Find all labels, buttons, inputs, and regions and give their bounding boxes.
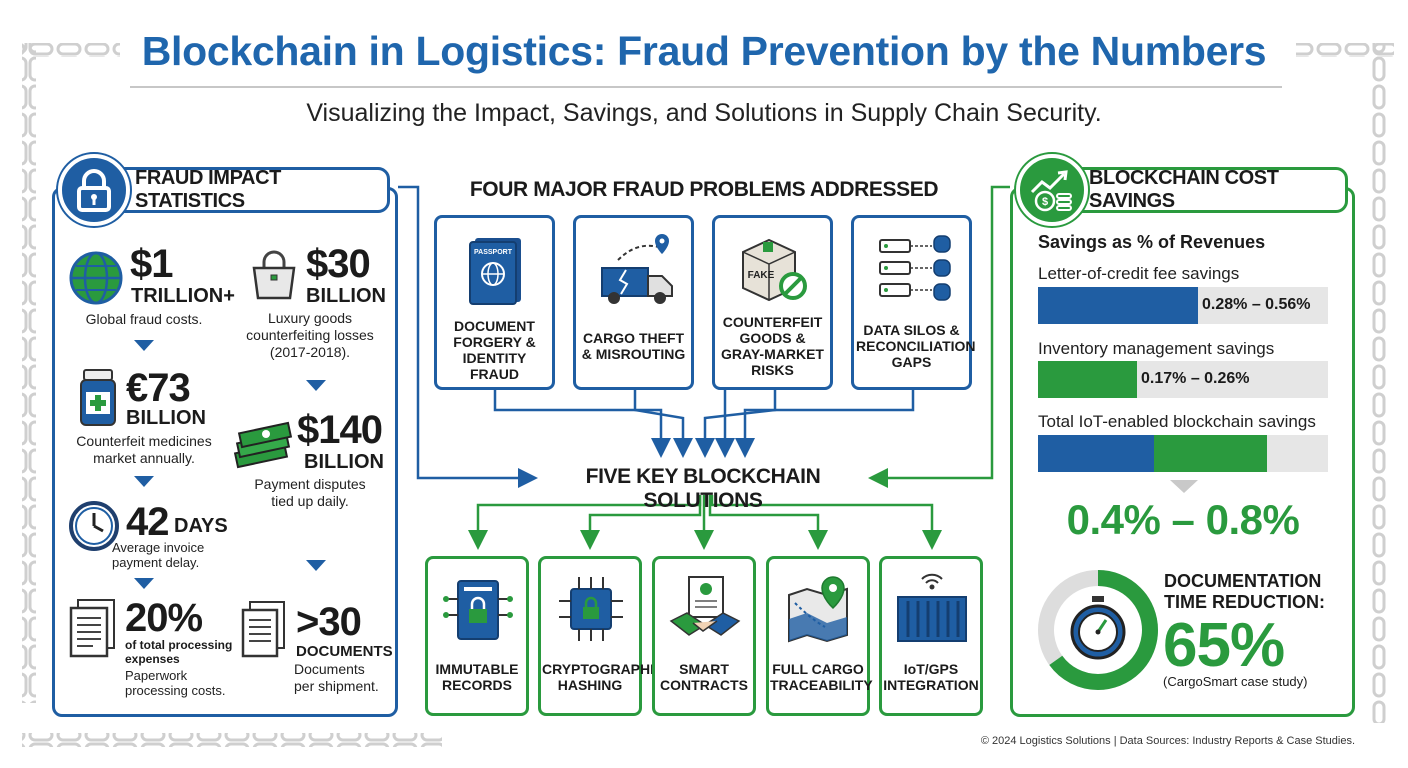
stat-value-payment-disputes: $140	[297, 408, 383, 452]
page-subtitle: Visualizing the Impact, Savings, and Sol…	[306, 99, 1102, 127]
footer-credit: © 2024 Logistics Solutions | Data Source…	[980, 735, 1355, 747]
stat-unit-global-fraud: TRILLION+	[131, 285, 235, 307]
stat-value-documents: >30	[296, 600, 362, 644]
solution-card-cryptographic-hashing: CRYPTOGRAPHIC HASHING	[538, 556, 665, 716]
svg-text:$: $	[1042, 196, 1048, 208]
doc-reduction-note: (CargoSmart case study)	[1163, 674, 1308, 689]
doc-reduction-value: 65%	[1163, 611, 1285, 680]
savings-bar-loc: 0.28% – 0.56%	[1038, 287, 1328, 324]
down-arrow	[306, 380, 326, 391]
locked-record-icon	[443, 580, 513, 640]
solution-card-immutable-records: IMMUTABLE RECORDS	[425, 556, 529, 716]
savings-header: BLOCKCHAIN COST SAVINGS	[1066, 167, 1348, 213]
map-pin-icon	[788, 576, 848, 643]
globe-icon	[69, 251, 123, 305]
stat-unit-payment-disputes: BILLION	[304, 451, 384, 473]
stopwatch-icon	[1070, 596, 1126, 660]
problem-label: CARGO THEFT & MISROUTING	[581, 330, 686, 362]
stat-value-global-fraud: $1	[130, 242, 173, 286]
handbag-icon	[252, 250, 296, 300]
cash-stack-icon	[233, 421, 293, 469]
savings-bar-inventory: 0.17% – 0.26%	[1038, 361, 1328, 398]
chip-lock-icon	[559, 577, 623, 641]
savings-total: 0.4% – 0.8%	[1066, 496, 1300, 543]
solution-label: FULL CARGO TRACEABILITY	[770, 661, 873, 693]
stat-desc-processing-expenses: Paperwork processing costs.	[125, 668, 226, 698]
problem-label: DATA SILOS & RECONCILIATION GAPS	[856, 322, 976, 370]
passport-icon-text: PASSPORT	[474, 249, 513, 256]
savings-bar-fill-green	[1154, 435, 1268, 472]
solution-label: SMART CONTRACTS	[660, 661, 748, 693]
fake-box-icon: FAKE	[742, 238, 807, 302]
stat-unit-counterfeit-medicines: BILLION	[126, 407, 206, 429]
solution-card-iot-gps: IoT/GPS INTEGRATION	[879, 556, 983, 716]
pointer-triangle	[1170, 480, 1198, 493]
stat-unit-invoice-delay: DAYS	[174, 515, 228, 537]
problem-card-document-forgery: PASSPORT DOCUMENT FORGERY & IDENTITY FRA…	[434, 215, 555, 390]
solutions-title: FIVE KEY BLOCKCHAIN SOLUTIONS	[585, 465, 821, 512]
document-icon	[69, 599, 115, 658]
doc-reduction-title-2: TIME REDUCTION:	[1164, 592, 1325, 612]
solution-label: IoT/GPS INTEGRATION	[883, 661, 979, 693]
stat-desc-payment-disputes: Payment disputes tied up daily.	[254, 476, 366, 509]
problem-card-counterfeit-goods: FAKE COUNTERFEIT GOODS & GRAY-MARKET RIS…	[712, 215, 833, 390]
doc-reduction-donut	[1038, 570, 1158, 690]
page-title: Blockchain in Logistics: Fraud Preventio…	[141, 28, 1267, 74]
stat-desc-documents: Documents per shipment.	[294, 661, 379, 694]
savings-row-label-inventory: Inventory management savings	[1038, 339, 1275, 358]
stat-desc-counterfeit-medicines: Counterfeit medicines market annually.	[76, 433, 212, 466]
container-signal-icon	[897, 573, 967, 642]
servers-database-icon	[879, 235, 951, 301]
fraud-impact-header: FRAUD IMPACT STATISTICS	[112, 167, 390, 213]
problem-label: COUNTERFEIT GOODS & GRAY-MARKET RISKS	[721, 314, 824, 378]
truck-icon	[601, 234, 673, 304]
savings-chart-icon: $	[1016, 154, 1088, 226]
solution-label: CRYPTOGRAPHIC HASHING	[542, 661, 665, 693]
problems-title: FOUR MAJOR FRAUD PROBLEMS ADDRESSED	[469, 178, 939, 201]
problem-card-cargo-theft: CARGO THEFT & MISROUTING	[573, 215, 694, 390]
savings-section-label: Savings as % of Revenues	[1038, 232, 1266, 252]
solution-label: IMMUTABLE RECORDS	[435, 661, 519, 693]
stat-desc-global-fraud: Global fraud costs.	[85, 311, 203, 327]
savings-bar-fill-blue	[1038, 435, 1154, 472]
down-arrow	[134, 340, 154, 351]
problem-card-data-silos: DATA SILOS & RECONCILIATION GAPS	[851, 215, 976, 390]
problem-label: DOCUMENT FORGERY & IDENTITY FRAUD	[453, 318, 536, 382]
savings-bar-value: 0.17% – 0.26%	[1141, 370, 1250, 387]
stat-value-luxury-goods: $30	[306, 242, 371, 286]
title-divider	[130, 86, 1282, 88]
doc-reduction-title-1: DOCUMENTATION	[1164, 571, 1322, 591]
medicine-bottle-icon	[80, 369, 116, 426]
down-arrow	[134, 476, 154, 487]
savings-bar-fill	[1038, 287, 1198, 324]
stat-unit-documents: DOCUMENTS	[296, 643, 393, 660]
savings-bar-total	[1038, 435, 1328, 472]
solution-card-cargo-traceability: FULL CARGO TRACEABILITY	[766, 556, 873, 716]
stat-value-counterfeit-medicines: €73	[126, 366, 191, 410]
passport-icon: PASSPORT	[469, 238, 521, 305]
down-arrow	[134, 578, 154, 589]
documents-icon	[241, 601, 285, 658]
stat-value-invoice-delay: 42	[126, 500, 169, 544]
savings-bar-fill	[1038, 361, 1137, 398]
stat-value-processing-expenses: 20%	[125, 596, 203, 640]
handshake-contract-icon	[669, 576, 741, 636]
stat-desc-invoice-delay: Average invoice payment delay.	[112, 540, 205, 570]
fake-box-icon-text: FAKE	[748, 270, 775, 281]
clock-icon	[69, 501, 119, 551]
stat-desc-luxury-goods: Luxury goods counterfeiting losses (2017…	[246, 310, 374, 360]
savings-row-label-loc: Letter-of-credit fee savings	[1038, 264, 1240, 283]
stat-unit-luxury-goods: BILLION	[306, 285, 386, 307]
solution-card-smart-contracts: SMART CONTRACTS	[652, 556, 756, 716]
down-arrow	[306, 560, 326, 571]
stat-unit-processing-expenses: of total processing expenses	[125, 638, 233, 666]
padlock-icon	[58, 154, 130, 226]
savings-bar-value: 0.28% – 0.56%	[1202, 296, 1311, 313]
savings-row-label-total: Total IoT-enabled blockchain savings	[1038, 412, 1316, 431]
